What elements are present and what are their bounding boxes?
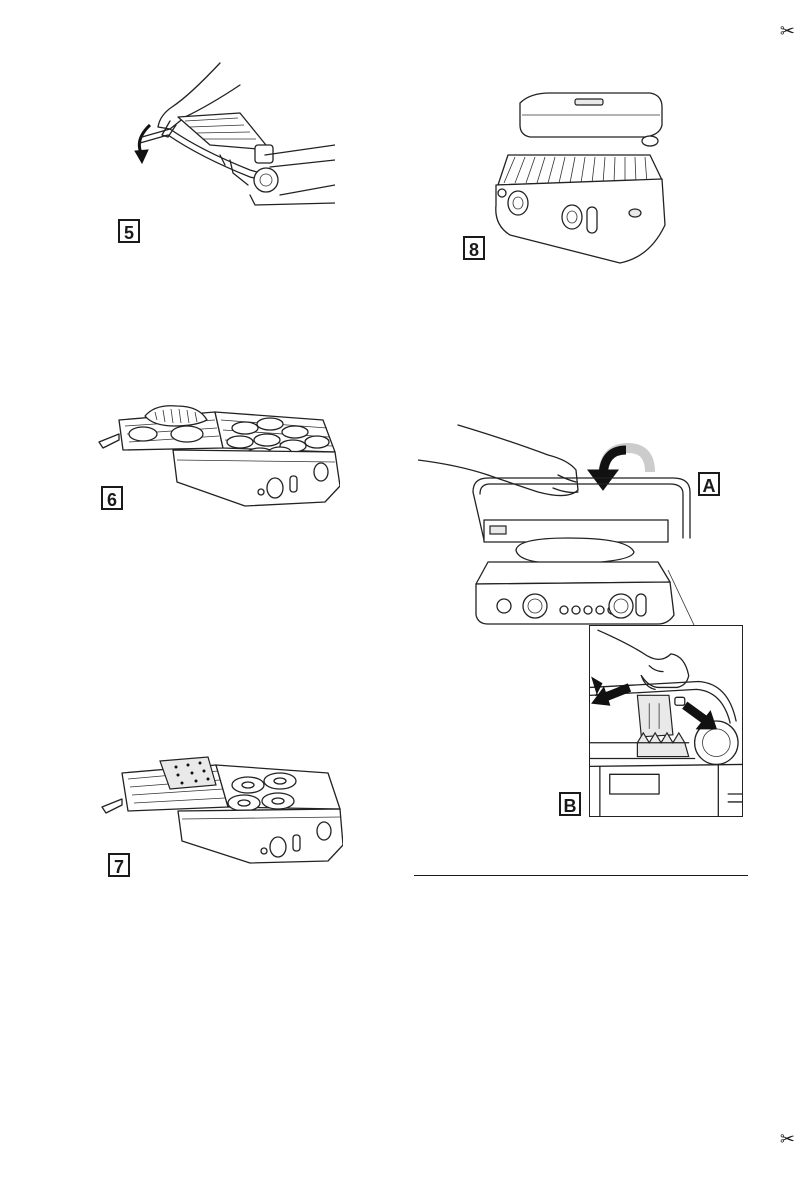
figure-b-inset <box>589 625 743 817</box>
figure-6-illustration <box>95 390 340 510</box>
figure-b-label: B <box>559 792 581 816</box>
figure-6-label: 6 <box>101 486 123 510</box>
figure-7-illustration <box>98 745 343 865</box>
section-divider <box>414 875 748 876</box>
figure-7-label: 7 <box>108 853 130 877</box>
scissors-icon: ✂ <box>780 1130 795 1150</box>
figure-a-label: A <box>698 472 720 496</box>
figure-8-label: 8 <box>463 236 485 260</box>
scissors-icon: ✂ <box>780 22 795 42</box>
figure-5-label: 5 <box>118 219 140 243</box>
figure-a-illustration <box>418 420 703 625</box>
figure-5-illustration <box>130 55 335 215</box>
figure-8-illustration <box>490 85 675 265</box>
